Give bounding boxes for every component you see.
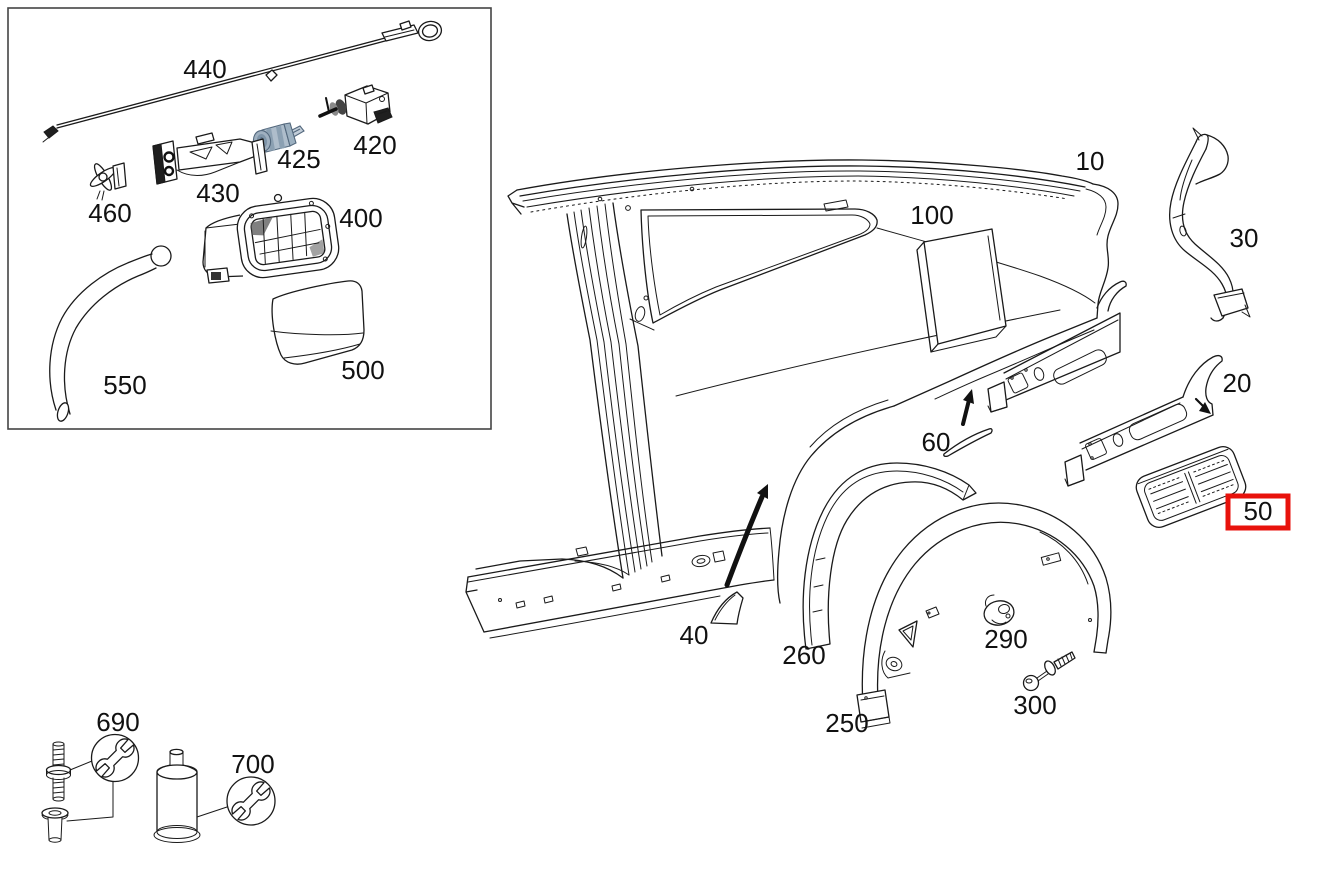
part-label-430[interactable]: 430 bbox=[196, 178, 239, 208]
part-260-wheel-arch-trim-drawing bbox=[802, 462, 977, 650]
part-250-wheelhouse-liner-drawing bbox=[856, 502, 1112, 729]
part-420-lock-actuator-drawing bbox=[318, 84, 393, 125]
part-40-wedge-drawing bbox=[710, 484, 768, 625]
part-label-10[interactable]: 10 bbox=[1076, 146, 1105, 176]
wrench-icon-700 bbox=[226, 776, 276, 826]
part-430-lock-bracket-drawing bbox=[152, 132, 268, 185]
part-label-500[interactable]: 500 bbox=[341, 355, 384, 385]
part-labels: 440 420 425 430 460 400 500 550 10 100 3… bbox=[88, 54, 1258, 779]
part-700-adhesive-canister-drawing bbox=[153, 748, 201, 843]
part-20-rear-panel-drawing bbox=[1064, 354, 1223, 487]
part-label-50[interactable]: 50 bbox=[1244, 496, 1273, 526]
inset-box bbox=[7, 7, 492, 430]
part-440-release-cable-drawing bbox=[42, 20, 443, 143]
part-label-550[interactable]: 550 bbox=[103, 370, 146, 400]
part-460-clip-drawing bbox=[89, 162, 127, 201]
part-30-inner-quarter-drawing bbox=[1169, 127, 1251, 322]
part-label-60[interactable]: 60 bbox=[922, 427, 951, 457]
part-label-260[interactable]: 260 bbox=[782, 640, 825, 670]
part-400-filler-housing-drawing bbox=[202, 193, 340, 284]
car-quarter-panel-drawing bbox=[465, 159, 1127, 639]
part-label-700[interactable]: 700 bbox=[231, 749, 274, 779]
part-label-20[interactable]: 20 bbox=[1223, 368, 1252, 398]
part-300-screw-drawing bbox=[1022, 651, 1076, 692]
leader-line-700 bbox=[196, 806, 228, 818]
part-label-440[interactable]: 440 bbox=[183, 54, 226, 84]
selected-part-50-highlight[interactable]: 50 bbox=[1225, 493, 1291, 531]
part-label-300[interactable]: 300 bbox=[1013, 690, 1056, 720]
part-50-vent-grille-drawing bbox=[1135, 446, 1247, 528]
part-500-filler-flap-drawing bbox=[270, 280, 365, 365]
part-100-patch-panel-drawing bbox=[916, 228, 1007, 353]
part-label-250[interactable]: 250 bbox=[825, 708, 868, 738]
part-label-30[interactable]: 30 bbox=[1230, 223, 1259, 253]
leader-line-690 bbox=[66, 760, 114, 822]
part-label-690[interactable]: 690 bbox=[96, 707, 139, 737]
part-label-100[interactable]: 100 bbox=[910, 200, 953, 230]
part-label-400[interactable]: 400 bbox=[339, 203, 382, 233]
part-690-stud-and-rivet-drawing bbox=[41, 741, 72, 843]
part-290-grommet-drawing bbox=[983, 594, 1015, 626]
part-60-wedge-drawing bbox=[943, 389, 993, 458]
part-label-420[interactable]: 420 bbox=[353, 130, 396, 160]
part-550-drain-hose-drawing bbox=[49, 245, 172, 422]
part-label-425[interactable]: 425 bbox=[277, 144, 320, 174]
part-label-40[interactable]: 40 bbox=[680, 620, 709, 650]
wrench-icon-690 bbox=[90, 733, 140, 783]
part-label-290[interactable]: 290 bbox=[984, 624, 1027, 654]
part-label-460[interactable]: 460 bbox=[88, 198, 131, 228]
